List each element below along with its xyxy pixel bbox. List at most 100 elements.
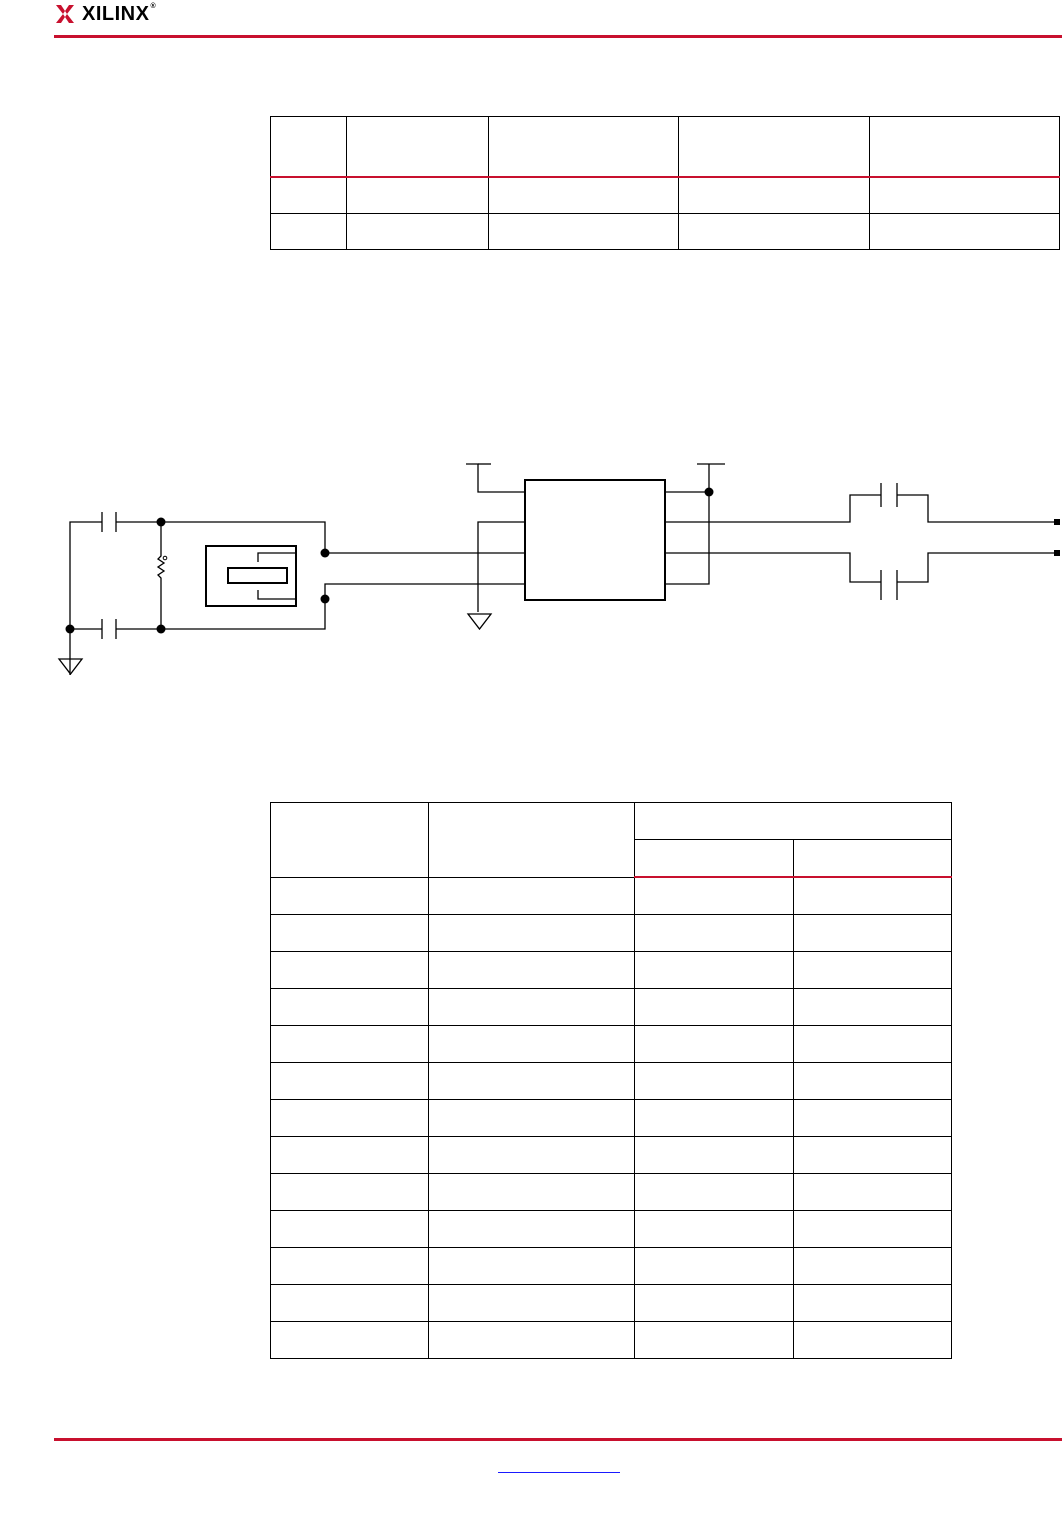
junction-dot <box>156 517 166 527</box>
table-cell <box>793 1062 952 1100</box>
table-cell <box>634 1025 794 1063</box>
junction-dot <box>320 594 330 604</box>
table-header-cell <box>634 839 794 878</box>
table-cell <box>869 176 1060 214</box>
table-cell <box>793 1173 952 1211</box>
table-row <box>270 951 952 989</box>
footer-rule <box>54 1438 1062 1441</box>
table-cell <box>270 951 429 989</box>
table-cell <box>793 914 952 952</box>
table-row <box>270 1284 952 1322</box>
table-cell <box>428 988 635 1026</box>
table-header-cell <box>270 116 347 178</box>
wire <box>665 552 881 583</box>
table-row <box>270 1099 952 1137</box>
resistor <box>156 522 166 629</box>
wire <box>897 552 1055 583</box>
table-row <box>270 988 952 1026</box>
table-cell <box>428 1173 635 1211</box>
table-cell <box>793 1136 952 1174</box>
table-header-cell <box>634 802 952 840</box>
table-cell <box>270 1025 429 1063</box>
table-cell <box>793 1210 952 1248</box>
table-cell <box>428 1321 635 1359</box>
table-row <box>270 1210 952 1248</box>
table-cell <box>270 914 429 952</box>
table-cell <box>678 176 870 214</box>
xilinx-logo: XILINX® <box>54 2 156 26</box>
table-cell <box>346 176 489 214</box>
crystal-body <box>227 567 288 584</box>
table-cell <box>634 914 794 952</box>
table-cell <box>270 1247 429 1285</box>
circuit-schematic <box>57 463 1060 676</box>
junction-dot <box>320 548 330 558</box>
table-cell <box>428 1247 635 1285</box>
wire <box>477 521 525 612</box>
table-cell <box>634 1099 794 1137</box>
table-cell <box>270 1136 429 1174</box>
table-header-row <box>271 839 952 878</box>
table-cell <box>428 951 635 989</box>
wire <box>69 521 102 675</box>
wire <box>116 521 326 553</box>
wire <box>897 494 1055 523</box>
table-cell <box>793 1099 952 1137</box>
table-header-row <box>270 802 952 878</box>
table-row <box>270 1062 952 1100</box>
table-cell <box>270 1062 429 1100</box>
table-cell <box>634 1284 794 1322</box>
table-row <box>270 1136 952 1174</box>
table-cell <box>634 876 794 915</box>
wire <box>665 492 710 585</box>
table-cell <box>634 1062 794 1100</box>
table-cell <box>270 176 347 214</box>
page-header: XILINX® <box>0 0 1062 40</box>
table-cell <box>428 1099 635 1137</box>
table-cell <box>270 213 347 250</box>
table-row <box>270 876 952 915</box>
table-cell <box>634 1247 794 1285</box>
table-cell <box>793 988 952 1026</box>
table-cell <box>634 1136 794 1174</box>
table-row <box>270 213 1060 250</box>
table-cell <box>793 876 952 915</box>
footer-link-underline[interactable] <box>498 1472 620 1473</box>
table-row <box>270 1247 952 1285</box>
table-cell <box>793 1321 952 1359</box>
table-cell <box>793 951 952 989</box>
table-cell <box>270 1321 429 1359</box>
table-cell <box>634 1173 794 1211</box>
table-header-cell <box>793 839 952 878</box>
table-cell <box>428 876 635 915</box>
table-cell <box>270 1173 429 1211</box>
table-row <box>270 176 1060 214</box>
wire <box>665 464 710 493</box>
brand-name: XILINX® <box>82 2 157 25</box>
oscillator-ic <box>524 479 666 601</box>
wire <box>665 494 881 523</box>
wire <box>116 599 326 630</box>
table-cell <box>270 876 429 915</box>
table-row <box>270 1321 952 1359</box>
wire <box>324 583 524 599</box>
table-cell <box>428 1062 635 1100</box>
output-terminal <box>1054 550 1060 556</box>
table-cell <box>428 1025 635 1063</box>
output-terminal <box>1054 519 1060 525</box>
table-cell <box>428 1284 635 1322</box>
table-cell <box>346 213 489 250</box>
crystal-package <box>205 545 297 607</box>
table-cell <box>869 213 1060 250</box>
table-cell <box>634 988 794 1026</box>
table-cell <box>793 1025 952 1063</box>
table-cell <box>270 1099 429 1137</box>
table-cell <box>793 1247 952 1285</box>
table-header-cell <box>488 116 679 178</box>
header-rule <box>54 35 1062 38</box>
ground-symbol <box>57 658 84 676</box>
junction-dot <box>156 624 166 634</box>
ground-symbol <box>466 613 493 631</box>
table-cell <box>488 176 679 214</box>
table-cell <box>488 213 679 250</box>
